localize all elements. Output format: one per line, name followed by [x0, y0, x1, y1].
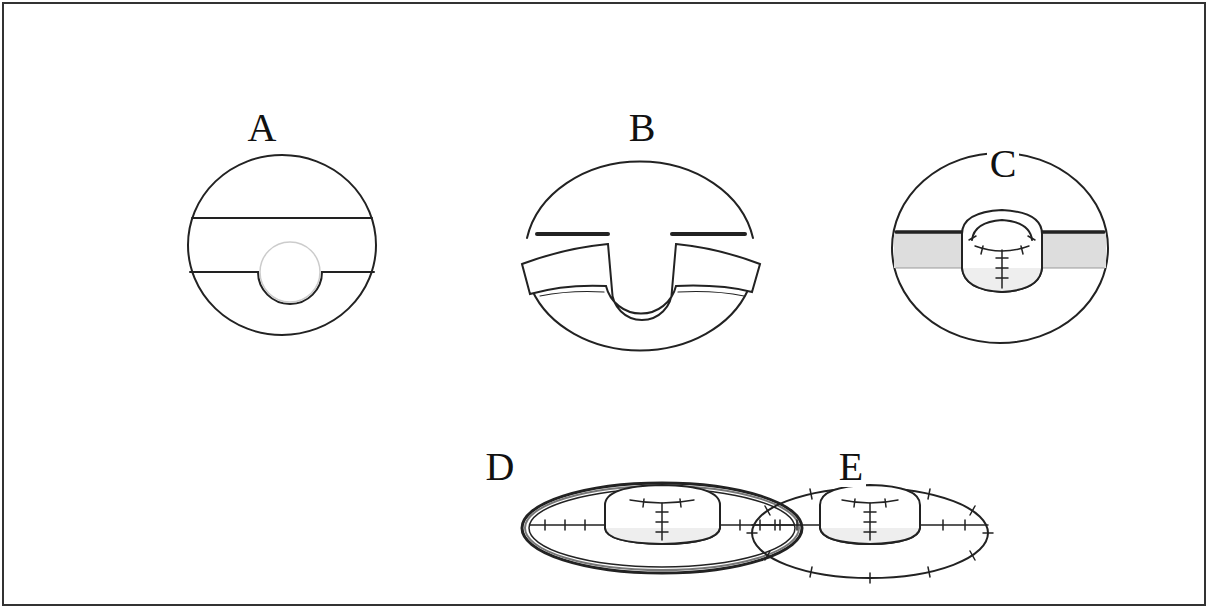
figure-letter: E	[836, 447, 866, 487]
figure-e	[747, 485, 993, 583]
frame	[3, 3, 1205, 605]
figure-d	[522, 483, 802, 573]
figure-letter: A	[245, 108, 280, 148]
figure-b	[522, 161, 760, 350]
figure-a	[188, 155, 376, 335]
figure-letter: D	[483, 447, 518, 487]
figure-letter: B	[626, 108, 659, 148]
figure-letter: C	[987, 144, 1020, 184]
